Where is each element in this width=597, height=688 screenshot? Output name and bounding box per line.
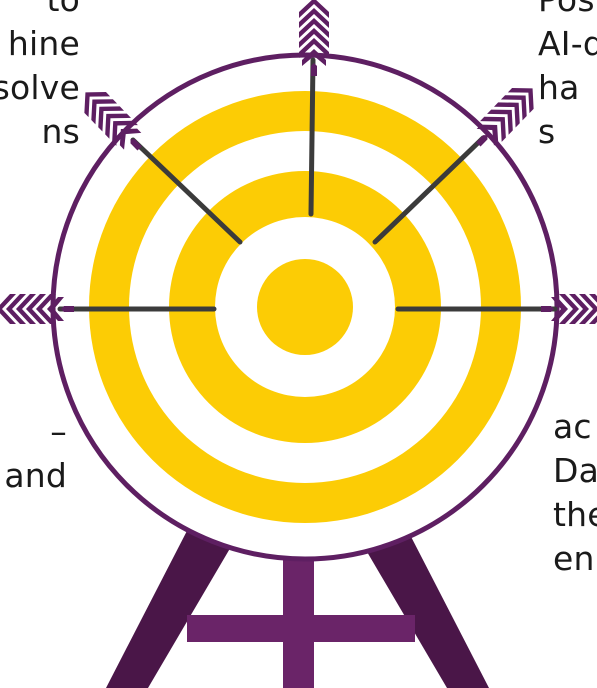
- arrow-icon: [468, 78, 544, 155]
- arrow-icon: [299, 0, 329, 76]
